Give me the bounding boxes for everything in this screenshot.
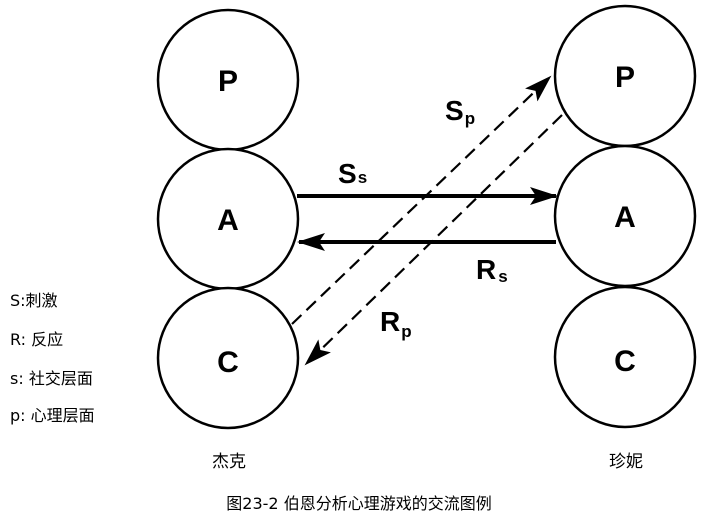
right-person-states: P A C [553,4,697,429]
rs-label-sub: s [498,267,507,286]
legend-social-level: s: 社交层面 [10,369,93,388]
sp-label: Sp [445,95,475,128]
rp-label-sub: p [401,322,411,341]
left-child-circle [156,286,300,430]
right-person-name: 珍妮 [609,452,643,472]
legend-response: R: 反应 [10,330,64,349]
rp-arrow [304,114,563,366]
legend-psychological-level: p: 心理层面 [10,406,95,425]
left-child-letter: C [217,346,239,379]
right-adult-letter: A [614,201,636,234]
sp-label-main: S [445,95,464,126]
left-adult-letter: A [217,204,239,237]
sp-arrow [291,75,552,325]
rp-label-main: R [380,306,400,337]
left-parent-letter: P [218,65,238,98]
right-child-letter: C [614,345,636,378]
sp-label-sub: p [465,109,475,128]
ss-label: Ss [338,158,367,189]
rp-label: Rp [380,306,412,341]
right-parent-letter: P [615,61,635,94]
right-child-circle [553,285,697,429]
legend-stimulus: S:刺激 [10,291,58,310]
left-person-states: P A C [156,8,300,430]
figure-caption: 图23-2 伯恩分析心理游戏的交流图例 [226,494,492,513]
ss-label-main: S [338,158,357,189]
ss-label-sub: s [358,168,367,187]
left-person-name: 杰克 [212,452,246,472]
rs-label-main: R [476,254,496,285]
